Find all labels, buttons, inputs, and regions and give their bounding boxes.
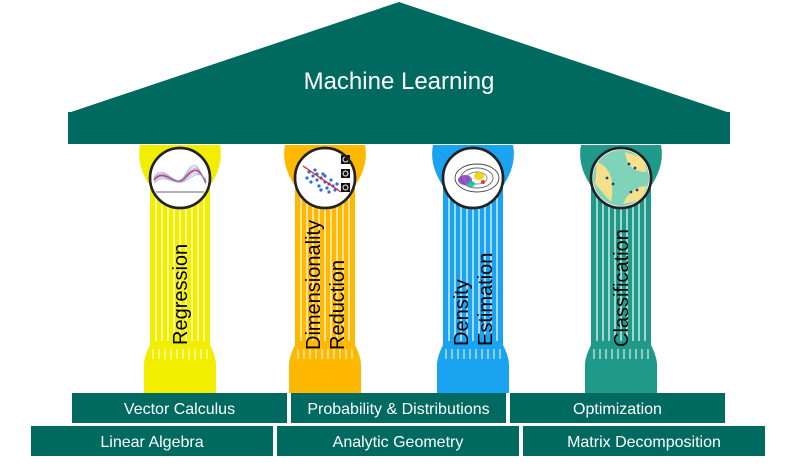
pillar-label: Classification [611, 229, 633, 347]
regression-plot-icon [148, 146, 212, 210]
block-matrix-decomposition [523, 426, 765, 456]
density-contour-icon [441, 146, 505, 210]
lower-foundation: Linear Algebra Analytic Geometry Matrix … [31, 426, 765, 456]
block-optimization [510, 393, 725, 423]
pillar-base [144, 345, 216, 393]
pillar-base [289, 345, 361, 393]
block-probability-label: Probability & Distributions [307, 401, 489, 418]
pillar-1: Regression [139, 145, 221, 393]
pillar-label: Regression [170, 244, 192, 345]
pillar-label: Dimensionality [303, 220, 325, 350]
upper-foundation: Vector Calculus Probability & Distributi… [72, 393, 725, 423]
block-linear-algebra-label: Linear Algebra [100, 434, 203, 451]
block-probability [291, 393, 506, 423]
pillar-4: Classification [580, 145, 662, 393]
block-vector-calculus-label: Vector Calculus [124, 401, 235, 418]
pillar-label: Reduction [327, 260, 349, 350]
block-matrix-decomposition-label: Matrix Decomposition [567, 434, 721, 451]
pillar-label: Density [451, 279, 473, 346]
classification-boundary-icon [589, 146, 653, 210]
pillar-label: Estimation [475, 253, 497, 346]
pca-scatter-icon [293, 146, 357, 210]
roof-title: Machine Learning [304, 68, 495, 95]
pillar-base [437, 345, 509, 393]
block-analytic-geometry [277, 426, 519, 456]
roof-pediment [68, 2, 730, 113]
block-analytic-geometry-label: Analytic Geometry [333, 434, 464, 451]
block-vector-calculus [72, 393, 287, 423]
block-optimization-label: Optimization [573, 401, 662, 418]
roof-entablature [68, 112, 730, 144]
pillar-base [585, 345, 657, 393]
roof: Machine Learning [68, 2, 730, 144]
block-linear-algebra [31, 426, 273, 456]
